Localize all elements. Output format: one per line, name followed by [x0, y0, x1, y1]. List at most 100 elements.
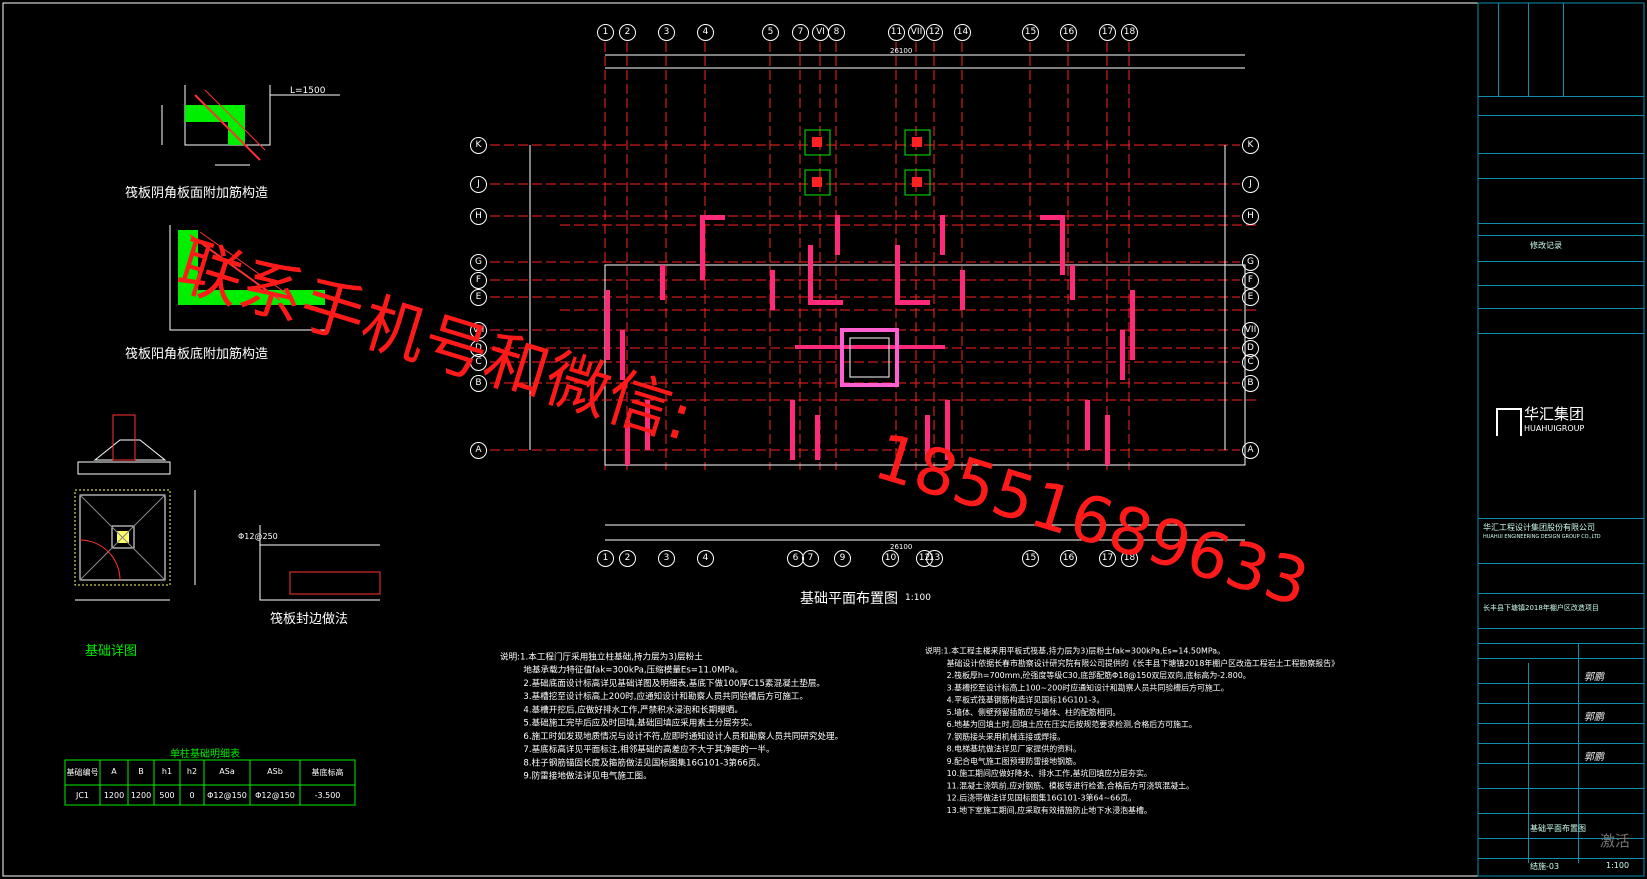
schedule-cell: 1200 — [103, 791, 125, 800]
note-right-line: 7.钢筋接头采用机械连接或焊接。 — [946, 732, 1066, 742]
grid-bubble-right: E — [1242, 289, 1259, 306]
grid-bubble-right: J — [1242, 176, 1259, 193]
detail1-note: L=1500 — [290, 86, 326, 96]
detail-edge — [259, 525, 381, 601]
grid-bubble-left: J — [470, 176, 487, 193]
schedule-cell: Φ12@150 — [255, 791, 295, 800]
schedule-title: 单柱基础明细表 — [170, 749, 240, 760]
signature-3: 郭鹏 — [1584, 752, 1604, 763]
logo-text-cn: 华汇集团 — [1524, 405, 1585, 423]
schedule-header-cell: A — [111, 767, 117, 776]
grid-bubble-right: K — [1242, 137, 1259, 154]
project-name: 长丰县下塘镇2018年棚户区改造项目 — [1483, 604, 1599, 612]
drawing-scale: 1:100 — [1606, 861, 1630, 870]
grid-bubble-bottom: 16 — [1060, 550, 1077, 567]
note-right-line: 10.施工期间应做好降水、排水工作,基坑回填应分层夯实。 — [946, 768, 1152, 779]
note-right-line: 说明:1.本工程主楼采用平板式筏基,持力层为3)层粉土fak=300kPa,Es… — [925, 646, 1226, 656]
elevator-core — [840, 328, 899, 387]
note-left-line: 9.防雷接地做法详见电气施工图。 — [523, 770, 652, 782]
grid-bubble-right: VII — [1242, 322, 1259, 339]
grid-bubble-right: H — [1242, 208, 1259, 225]
company-name-en: HUAHUI ENGINEERING DESIGN GROUP CO.,LTD — [1483, 534, 1601, 540]
detail4-note: Φ12@250 — [238, 532, 278, 541]
grid-bubble-top: 4 — [697, 24, 714, 41]
note-left-line: 3.基槽挖至设计标高上200时,应通知设计和勘察人员共同验槽后方可施工。 — [523, 691, 809, 702]
grid-bubble-top: 2 — [619, 24, 636, 41]
grid-bubble-top: 11 — [888, 24, 905, 41]
company-name-cn: 华汇工程设计集团股份有限公司 — [1483, 523, 1595, 532]
grid-bubble-right: F — [1242, 272, 1259, 289]
title-block: 修改记录 华汇集团 HUAHUIGROUP 华汇工程设计集团股份有限公司 HUA… — [1478, 3, 1644, 876]
grid-bubble-top: VI — [812, 24, 829, 41]
note-right-line: 2.筏板厚h=700mm,砼强度等级C30,底部配筋Φ18@150双层双向,底标… — [946, 670, 1251, 681]
detail-outer-corner — [169, 225, 325, 331]
revision-title: 修改记录 — [1530, 241, 1562, 250]
plan-walls — [605, 215, 1135, 465]
detail4-title: 筏板封边做法 — [270, 612, 349, 627]
grid-bubble-top: 14 — [954, 24, 971, 41]
plan-grid — [490, 42, 1240, 470]
note-right-line: 9.配合电气施工图预埋防雷接地钢筋。 — [946, 756, 1081, 766]
drawing-name: 基础平面布置图 — [1530, 824, 1586, 833]
schedule-header-cell: B — [138, 767, 144, 776]
schedule-header-cell: ASa — [219, 767, 235, 776]
note-left-line: 4.基槽开挖后,应做好排水工作,严禁积水浸泡和长期曝晒。 — [523, 704, 743, 715]
grid-bubble-left: A — [470, 442, 487, 459]
grid-bubble-top: 7 — [792, 24, 809, 41]
schedule-cell: -3.500 — [314, 791, 341, 800]
schedule-header-cell: ASb — [267, 767, 283, 776]
drawing-number: 结施-03 — [1530, 862, 1560, 871]
plan-total-dim-bottom: 26100 — [890, 543, 913, 551]
note-left-line: 2.基础底面设计标高详见基础详图及明细表,基底下做100厚C15素混凝土垫层。 — [523, 678, 826, 689]
grid-bubble-left: G — [470, 254, 487, 271]
plan-scale: 1:100 — [905, 593, 931, 603]
grid-bubble-right: A — [1242, 442, 1259, 459]
grid-bubble-right: C — [1242, 354, 1259, 371]
grid-bubble-top: 8 — [828, 24, 845, 41]
grid-bubble-bottom: 18 — [1121, 550, 1138, 567]
grid-bubble-top: 1 — [597, 24, 614, 41]
grid-bubble-top: VII — [908, 24, 925, 41]
note-right-line: 4.平板式筏基钢筋构造详见国标16G101-3。 — [946, 695, 1105, 705]
grid-bubble-left: K — [470, 137, 487, 154]
notes-left: 说明:1.本工程门厅采用独立柱基础,持力层为3)层粉土地基承载力特征值fak=3… — [500, 650, 843, 783]
plan-outline — [529, 54, 1260, 541]
grid-bubble-left: E — [470, 289, 487, 306]
grid-bubble-right: B — [1242, 375, 1259, 392]
grid-bubble-top: 16 — [1060, 24, 1077, 41]
note-right-line: 13.地下室施工期间,应采取有效措施防止地下水浸泡基槽。 — [946, 805, 1152, 815]
note-left-line: 8.柱子钢筋锚固长度及箍筋做法见国标图集16G101-3第66页。 — [523, 757, 766, 768]
logo-icon — [1496, 408, 1522, 436]
grid-bubble-bottom: 7 — [802, 550, 819, 567]
grid-bubble-bottom: 1 — [597, 550, 614, 567]
grid-bubble-bottom: 3 — [658, 550, 675, 567]
column-footings — [804, 129, 931, 196]
grid-bubble-top: 5 — [762, 24, 779, 41]
note-right-line: 基础设计依据长春市勘察设计研究院有限公司提供的《长丰县下塘镇2018年棚户区改造… — [946, 658, 1339, 669]
grid-bubble-top: 18 — [1121, 24, 1138, 41]
schedule-header-cell: h1 — [161, 767, 173, 776]
note-left-line: 5.基础施工完毕后应及时回填,基础回填应采用素土分层夯实。 — [523, 717, 758, 728]
grid-bubble-left: H — [470, 208, 487, 225]
schedule-cell: 500 — [159, 791, 175, 800]
title-block-frame — [1477, 2, 1645, 877]
plan-total-dim-top: 26100 — [890, 47, 913, 55]
grid-bubble-top: 12 — [926, 24, 943, 41]
grid-bubble-bottom: 15 — [1022, 550, 1039, 567]
grid-bubble-left: C — [470, 354, 487, 371]
note-right-line: 3.基槽挖至设计标高上100~200时应通知设计和勘察人员共同验槽后方可施工。 — [946, 683, 1229, 693]
schedule-header-cell: 基底标高 — [311, 768, 344, 777]
grid-bubble-left: VII — [470, 322, 487, 339]
grid-bubble-left: F — [470, 272, 487, 289]
corner-watermark: 激活 — [1600, 832, 1631, 850]
schedule-cell: Φ12@150 — [207, 791, 247, 800]
note-left-line: 7.基底标高详见平面标注,相邻基础的高差应不大于其净距的一半。 — [523, 744, 775, 755]
grid-bubble-top: 15 — [1022, 24, 1039, 41]
plan-title: 基础平面布置图 — [800, 591, 898, 607]
note-right-line: 8.电梯基坑做法详见厂家提供的资料。 — [946, 744, 1081, 754]
grid-bubble-bottom: 2 — [619, 550, 636, 567]
note-left-line: 地基承载力特征值fak=300kPa,压缩模量Es=11.0MPa。 — [523, 664, 744, 675]
